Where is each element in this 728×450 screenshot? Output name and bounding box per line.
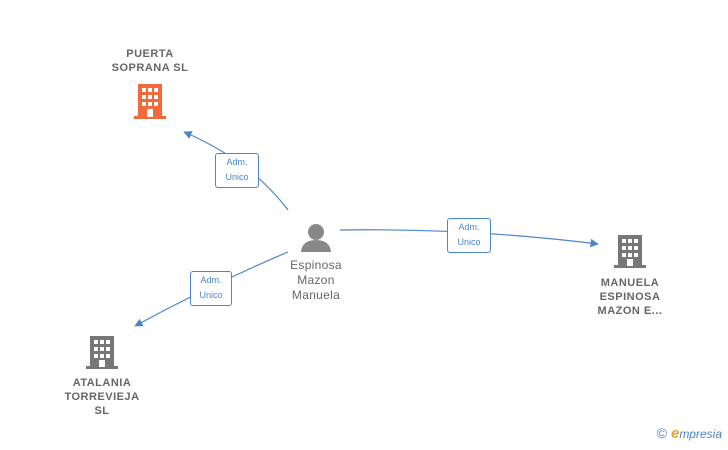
brand-initial: e xyxy=(670,425,680,442)
building-icon-atalania[interactable] xyxy=(86,336,118,369)
edge-role-line1: Adm. xyxy=(200,275,222,285)
edge-role-line2: Unico xyxy=(457,237,481,247)
edge-role-line1: Adm. xyxy=(226,157,248,167)
building-icon-manuela[interactable] xyxy=(614,235,646,268)
brand-logo: ©empresia xyxy=(657,425,722,442)
brand-name: mpresia xyxy=(679,427,722,441)
edge-role-line1: Adm. xyxy=(458,222,480,232)
person-icon[interactable] xyxy=(301,224,331,252)
node-label-puerta[interactable]: PUERTA SOPRANA SL xyxy=(111,48,189,74)
node-label-atalania[interactable]: ATALANIA TORREVIEJA SL xyxy=(64,377,140,417)
edge-role-badge: Adm. Unico xyxy=(190,271,232,306)
node-label-manuela[interactable]: MANUELA ESPINOSA MAZON E... xyxy=(597,277,663,317)
building-icon-puerta[interactable] xyxy=(134,84,166,119)
edge-role-line2: Unico xyxy=(225,172,249,182)
node-label-person[interactable]: Espinosa Mazon Manuela xyxy=(290,258,342,302)
edge-role-badge: Adm. Unico xyxy=(447,218,491,253)
copyright-symbol: © xyxy=(656,425,667,441)
edge-role-line2: Unico xyxy=(199,290,223,300)
edge-role-badge: Adm. Unico xyxy=(215,153,259,188)
